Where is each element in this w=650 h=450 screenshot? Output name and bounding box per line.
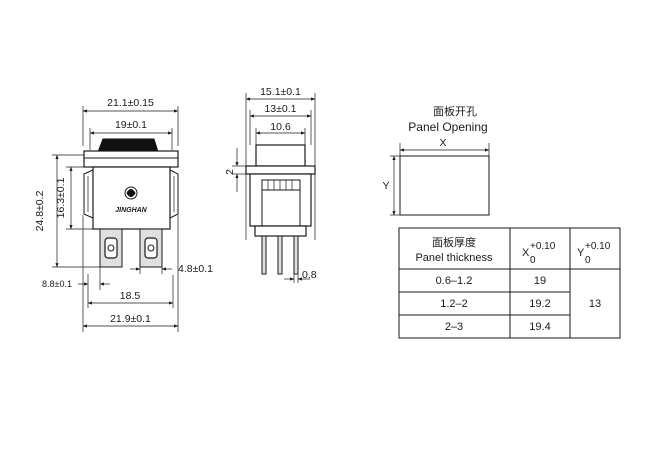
pin-thickness-dimension: 0.8 [302,269,317,281]
table-header-y-tol-plus: +0.10 [585,241,611,252]
panel-opening-title-en: Panel Opening [408,120,487,134]
height-total-dimension: 24.8±0.2 [34,190,46,231]
width-inner-dimension: 19±0.1 [115,119,147,131]
front-view: 21.1±0.15 19±0.1 JINGHAN 24 [34,97,213,332]
side-width-outer-dimension: 15.1±0.1 [260,86,301,98]
table-header-y: Y [577,247,585,259]
terminal-pitch-dimension: 18.5 [120,290,141,302]
table-header-x-tol-zero: 0 [530,255,536,266]
width-bottom-dimension: 21.9±0.1 [110,313,151,325]
table-row-thickness: 2–3 [445,321,463,333]
table-row-x: 19.4 [529,321,550,333]
panel-opening: 面板开孔 Panel Opening X Y [382,104,490,216]
brand-logo-text: JINGHAN [115,207,147,214]
table-header-thickness-cn: 面板厚度 [432,235,476,249]
thickness-table: 面板厚度 Panel thickness X +0.10 0 Y +0.10 0… [398,227,621,339]
table-header-x: X [522,247,530,259]
y-label: Y [382,180,389,192]
terminal-offset-dimension: 8.8±0.1 [42,279,72,289]
table-row-thickness: 1.2–2 [440,298,468,310]
table-header-y-tol-zero: 0 [585,255,591,266]
panel-opening-title-cn: 面板开孔 [433,104,477,118]
side-width-inner-dimension: 10.6 [270,121,291,133]
table-header-x-tol-plus: +0.10 [530,241,556,252]
height-body-dimension: 16.3±0.1 [55,177,67,218]
x-label: X [439,137,446,149]
side-view: 15.1±0.1 13±0.1 10.6 2 [224,86,317,283]
table-header-thickness-en: Panel thickness [415,252,493,264]
terminal-width-dimension: 4.8±0.1 [178,263,213,275]
side-step-dimension: 2 [224,169,236,175]
table-row-x: 19 [534,275,546,287]
table-row-thickness: 0.6–1.2 [436,275,473,287]
table-y-value: 13 [589,298,601,310]
width-top-dimension: 21.1±0.15 [107,97,154,109]
side-width-mid-dimension: 13±0.1 [264,103,296,115]
table-row-x: 19.2 [529,298,550,310]
